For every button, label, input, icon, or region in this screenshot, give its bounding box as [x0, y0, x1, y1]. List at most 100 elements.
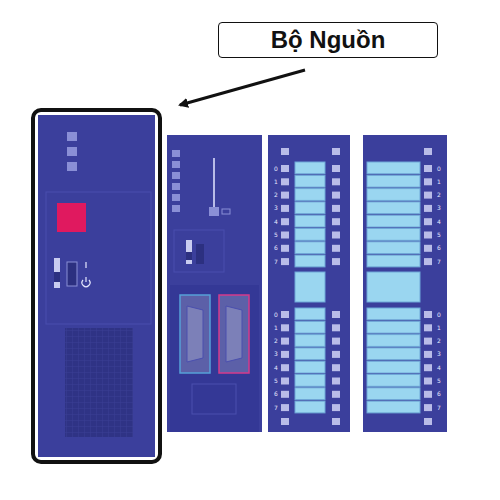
- io-cell: [424, 148, 432, 155]
- io-cell: [281, 364, 289, 371]
- channel-number: 2: [274, 338, 278, 344]
- channel-number: 2: [437, 192, 441, 198]
- io-cell: [332, 364, 340, 371]
- io-cell: [367, 215, 420, 227]
- channel-number: 6: [437, 391, 441, 397]
- io-cell: [332, 232, 340, 239]
- channel-number: 0: [437, 166, 441, 172]
- io-cell: [367, 229, 420, 241]
- io-cell: [281, 324, 289, 331]
- io-cell: [332, 258, 340, 265]
- leader-arrow: [180, 70, 305, 105]
- io-cell: [332, 178, 340, 185]
- io-cell: [367, 361, 420, 373]
- channel-number: 0: [274, 312, 278, 318]
- channel-number: 4: [274, 219, 278, 225]
- io-cell: [424, 391, 432, 398]
- io-cell: [424, 165, 432, 172]
- io-cell: [424, 218, 432, 225]
- io-cell: [424, 324, 432, 331]
- channel-number: 7: [274, 259, 278, 265]
- io-cell: [295, 175, 325, 187]
- io-cell: [367, 189, 420, 201]
- io-cell: [295, 348, 325, 360]
- channel-number: 0: [437, 312, 441, 318]
- io-cell: [295, 375, 325, 387]
- io-cell: [332, 148, 340, 155]
- channel-number: 5: [274, 378, 278, 384]
- io-cell: [424, 338, 432, 345]
- io-cell: [367, 255, 420, 267]
- io-cell: [367, 308, 420, 320]
- io-cell: [295, 361, 325, 373]
- io-cell: [281, 148, 289, 155]
- io-cell: [367, 242, 420, 254]
- io-cell: [424, 258, 432, 265]
- io-cell: [281, 311, 289, 318]
- io-cell: [295, 215, 325, 227]
- io-cell: [281, 418, 289, 425]
- io-cell: [424, 192, 432, 199]
- io-cell: [367, 162, 420, 174]
- io-cell: [424, 178, 432, 185]
- channel-number: 6: [437, 245, 441, 251]
- channel-number: 0: [274, 166, 278, 172]
- cpu-module: [167, 135, 262, 432]
- io-cell: [424, 205, 432, 212]
- io-cell: [367, 175, 420, 187]
- channel-number: 2: [274, 192, 278, 198]
- io-cell: [295, 229, 325, 241]
- io-cell: [295, 255, 325, 267]
- io-cell: [295, 401, 325, 413]
- io-cell: [332, 245, 340, 252]
- channel-number: 6: [274, 391, 278, 397]
- io-cell: [332, 351, 340, 358]
- io-cell: [281, 218, 289, 225]
- io-cell: [424, 351, 432, 358]
- channel-number: 4: [437, 365, 441, 371]
- io-cell: [332, 338, 340, 345]
- io-cell: [281, 178, 289, 185]
- io-cell: [367, 272, 420, 302]
- io-cell: [281, 378, 289, 385]
- io-cell: [332, 205, 340, 212]
- io-cell: [295, 202, 325, 214]
- io-cell: [281, 258, 289, 265]
- io-cell: [281, 245, 289, 252]
- io-cell: [295, 308, 325, 320]
- io-cell: [424, 364, 432, 371]
- io-cell: [281, 351, 289, 358]
- channel-number: 3: [437, 351, 441, 357]
- io-cell: [281, 232, 289, 239]
- io-cell: [424, 404, 432, 411]
- channel-number: 1: [274, 325, 278, 331]
- io-cell: [281, 391, 289, 398]
- io-cell: [281, 404, 289, 411]
- callout-box: Bộ Nguồn: [218, 22, 438, 58]
- io-cell: [424, 378, 432, 385]
- io-cell: [281, 165, 289, 172]
- io-cell: [332, 218, 340, 225]
- io-cell: [424, 418, 432, 425]
- channel-number: 2: [437, 338, 441, 344]
- io-module: [268, 135, 350, 432]
- io-cell: [367, 375, 420, 387]
- io-cell: [424, 232, 432, 239]
- io-module: [363, 135, 447, 432]
- channel-number: 3: [437, 205, 441, 211]
- channel-number: 1: [274, 179, 278, 185]
- io-cell: [332, 404, 340, 411]
- io-cell: [295, 272, 325, 302]
- channel-number: 3: [274, 351, 278, 357]
- io-cell: [332, 192, 340, 199]
- io-cell: [367, 321, 420, 333]
- io-cell: [332, 391, 340, 398]
- io-cell: [281, 338, 289, 345]
- io-cell: [295, 189, 325, 201]
- io-cell: [281, 192, 289, 199]
- power-supply-module: [38, 115, 155, 457]
- io-cell: [367, 388, 420, 400]
- channel-number: 7: [274, 405, 278, 411]
- io-cell: [295, 335, 325, 347]
- io-cell: [424, 311, 432, 318]
